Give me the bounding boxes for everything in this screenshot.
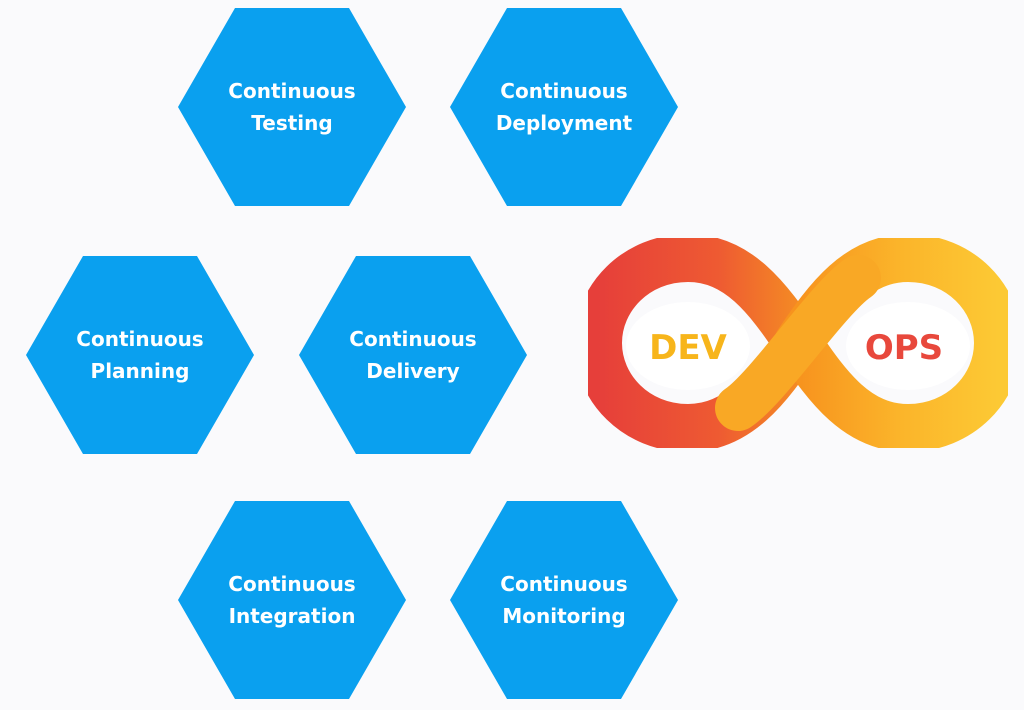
hexagon-label-line1: Continuous <box>228 79 356 103</box>
hexagon-label-line2: Planning <box>90 359 190 383</box>
hexagon-label-line2: Monitoring <box>502 604 626 628</box>
hexagon-continuous-delivery: Continuous Delivery <box>299 256 527 454</box>
hexagon-label-line2: Integration <box>228 604 356 628</box>
hexagon-label-line1: Continuous <box>76 327 204 351</box>
hexagon-label-line1: Continuous <box>500 79 628 103</box>
devops-infinity-logo: DEV OPS <box>588 238 1008 448</box>
dev-label: DEV <box>649 328 727 368</box>
hexagon-continuous-deployment: Continuous Deployment <box>450 8 678 206</box>
hexagon-label-line2: Testing <box>251 111 333 135</box>
hexagon-label-line1: Continuous <box>500 572 628 596</box>
hexagon-label-line2: Delivery <box>366 359 460 383</box>
hexagon-continuous-integration: Continuous Integration <box>178 501 406 699</box>
hexagon-continuous-monitoring: Continuous Monitoring <box>450 501 678 699</box>
hexagon-continuous-testing: Continuous Testing <box>178 8 406 206</box>
hexagon-continuous-planning: Continuous Planning <box>26 256 254 454</box>
ops-label: OPS <box>865 328 943 368</box>
hexagon-label-line1: Continuous <box>349 327 477 351</box>
hexagon-label-line1: Continuous <box>228 572 356 596</box>
hexagon-label-line2: Deployment <box>495 111 633 135</box>
infinity-icon <box>588 238 1008 448</box>
